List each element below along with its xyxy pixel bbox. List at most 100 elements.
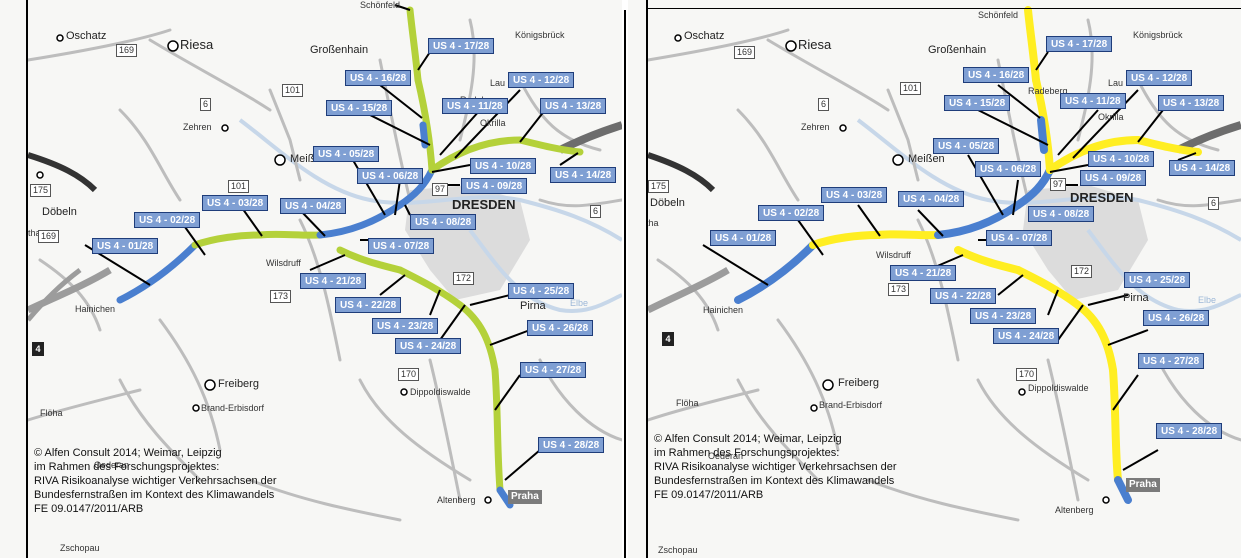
place-riesa: Riesa <box>180 37 214 52</box>
road-shield-97-r: 97 <box>1050 178 1067 191</box>
segment-label-08-r[interactable]: US 4 - 08/28 <box>1028 206 1095 222</box>
place-tha: tha <box>28 228 41 238</box>
place-zehren-r: Zehren <box>801 122 830 132</box>
road-shield-97: 97 <box>432 183 449 196</box>
segment-label-05-r[interactable]: US 4 - 05/28 <box>933 138 1000 154</box>
segment-label-23[interactable]: US 4 - 23/28 <box>372 318 439 334</box>
segment-label-04-r[interactable]: US 4 - 04/28 <box>898 191 965 207</box>
place-brand-erbisdorf: Brand-Erbisdorf <box>201 403 265 413</box>
place-elbe: Elbe <box>570 298 589 308</box>
segment-label-02-r[interactable]: US 4 - 02/28 <box>758 205 825 221</box>
place-freiberg: Freiberg <box>218 378 259 390</box>
segment-label-17-r[interactable]: US 4 - 17/28 <box>1046 36 1113 52</box>
segment-label-27-r[interactable]: US 4 - 27/28 <box>1138 353 1205 369</box>
copyright-line-1: © Alfen Consult 2014; Weimar, Leipzig <box>34 447 222 459</box>
place-okrilla-r: Okrilla <box>1098 112 1124 122</box>
place-oederan-r: Oederan <box>708 451 744 461</box>
segment-label-28[interactable]: US 4 - 28/28 <box>538 437 605 453</box>
road-shield-172-r: 172 <box>1071 265 1093 278</box>
road-shield-6: 6 <box>200 98 212 111</box>
place-okrilla: Okrilla <box>480 118 506 128</box>
segment-label-27[interactable]: US 4 - 27/28 <box>520 362 587 378</box>
segment-label-23-r[interactable]: US 4 - 23/28 <box>970 308 1037 324</box>
segment-label-16-r[interactable]: US 4 - 16/28 <box>963 67 1030 83</box>
segment-label-10-r[interactable]: US 4 - 10/28 <box>1088 151 1155 167</box>
segment-label-22-r[interactable]: US 4 - 22/28 <box>930 288 997 304</box>
frame-top-rule <box>646 8 1241 9</box>
place-schoenfeld-r: Schönfeld <box>978 10 1019 20</box>
place-tha-r: tha <box>646 218 659 228</box>
segment-label-04[interactable]: US 4 - 04/28 <box>280 198 347 214</box>
segment-label-28-r[interactable]: US 4 - 28/28 <box>1156 423 1223 439</box>
segment-label-24-r[interactable]: US 4 - 24/28 <box>993 328 1060 344</box>
segment-label-06[interactable]: US 4 - 06/28 <box>357 168 424 184</box>
segment-label-24[interactable]: US 4 - 24/28 <box>395 338 462 354</box>
place-meissen-r: Meißen <box>908 153 945 165</box>
segment-label-15[interactable]: US 4 - 15/28 <box>326 100 393 116</box>
segment-label-07-r[interactable]: US 4 - 07/28 <box>986 230 1053 246</box>
segment-label-03-r[interactable]: US 4 - 03/28 <box>821 187 888 203</box>
segment-label-08[interactable]: US 4 - 08/28 <box>410 214 477 230</box>
segment-label-16[interactable]: US 4 - 16/28 <box>345 70 412 86</box>
place-zschopau: Zschopau <box>60 543 100 553</box>
place-doebeln-r: Döbeln <box>650 197 685 209</box>
segment-label-03[interactable]: US 4 - 03/28 <box>202 195 269 211</box>
copyright-line-2: im Rahmen des Forschungsprojektes: <box>34 461 220 473</box>
segment-label-25-r[interactable]: US 4 - 25/28 <box>1124 272 1191 288</box>
road-shield-6b: 6 <box>590 205 602 218</box>
place-freiberg-r: Freiberg <box>838 377 879 389</box>
frame-line-left <box>26 0 28 558</box>
segment-label-12-r[interactable]: US 4 - 12/28 <box>1126 70 1193 86</box>
segment-label-14-r[interactable]: US 4 - 14/28 <box>1169 160 1236 176</box>
segment-label-13-r[interactable]: US 4 - 13/28 <box>1158 95 1225 111</box>
place-dippoldiswalde-r: Dippoldiswalde <box>1028 383 1089 393</box>
segment-label-11-r[interactable]: US 4 - 11/28 <box>1060 93 1126 109</box>
segment-label-26[interactable]: US 4 - 26/28 <box>527 320 594 336</box>
segment-label-10[interactable]: US 4 - 10/28 <box>470 158 537 174</box>
segment-label-01-r[interactable]: US 4 - 01/28 <box>710 230 777 246</box>
segment-label-12[interactable]: US 4 - 12/28 <box>508 72 575 88</box>
place-brand-erbisdorf-r: Brand-Erbisdorf <box>819 400 883 410</box>
segment-label-07[interactable]: US 4 - 07/28 <box>368 238 435 254</box>
place-doebeln: Döbeln <box>42 206 77 218</box>
place-radeberg-r: Radeberg <box>1028 86 1068 96</box>
motorway-shield-a4: 4 <box>32 342 44 356</box>
place-floeha-r: Flöha <box>676 398 699 408</box>
segment-label-21[interactable]: US 4 - 21/28 <box>300 273 367 289</box>
place-grossenhain-r: Großenhain <box>928 44 987 56</box>
place-oschatz: Oschatz <box>66 30 107 42</box>
road-shield-6-r: 6 <box>818 98 830 111</box>
road-shield-173: 173 <box>270 290 292 303</box>
copyright-line-1-r: © Alfen Consult 2014; Weimar, Leipzig <box>654 433 842 445</box>
place-dippoldiswalde: Dippoldiswalde <box>410 387 471 397</box>
road-shield-169b: 169 <box>38 230 60 243</box>
segment-label-01[interactable]: US 4 - 01/28 <box>92 238 159 254</box>
segment-label-22[interactable]: US 4 - 22/28 <box>335 297 402 313</box>
segment-label-11[interactable]: US 4 - 11/28 <box>442 98 508 114</box>
segment-label-06-r[interactable]: US 4 - 06/28 <box>975 161 1042 177</box>
segment-label-13[interactable]: US 4 - 13/28 <box>540 98 607 114</box>
segment-label-09-r[interactable]: US 4 - 09/28 <box>1080 170 1147 186</box>
segment-label-02[interactable]: US 4 - 02/28 <box>134 212 201 228</box>
segment-label-25[interactable]: US 4 - 25/28 <box>508 283 575 299</box>
place-oschatz-r: Oschatz <box>684 30 725 42</box>
place-grossenhain: Großenhain <box>310 44 369 56</box>
place-hainichen: Hainichen <box>75 304 116 314</box>
segment-label-21-r[interactable]: US 4 - 21/28 <box>890 265 957 281</box>
segment-label-15-r[interactable]: US 4 - 15/28 <box>944 95 1011 111</box>
segment-label-05[interactable]: US 4 - 05/28 <box>313 146 380 162</box>
panel-divider <box>624 10 626 558</box>
place-koenigsbrueck-r: Königsbrück <box>1133 30 1183 40</box>
road-shield-172: 172 <box>453 272 475 285</box>
segment-label-26-r[interactable]: US 4 - 26/28 <box>1143 310 1210 326</box>
segment-label-17[interactable]: US 4 - 17/28 <box>428 38 495 54</box>
segment-label-09[interactable]: US 4 - 09/28 <box>461 178 528 194</box>
place-koenigsbrueck: Königsbrück <box>515 30 565 40</box>
place-lau-r: Lau <box>1108 78 1124 88</box>
place-schoenfeld: Schönfeld <box>360 0 401 10</box>
segment-label-14[interactable]: US 4 - 14/28 <box>550 167 617 183</box>
road-shield-175: 175 <box>30 184 52 197</box>
map-canvas-left <box>26 4 622 522</box>
copyright-line-4: Bundesfernstraßen im Kontext des Klimawa… <box>34 489 275 501</box>
map-panel-right: Oschatz Riesa Schönfeld Großenhain König… <box>628 0 1241 558</box>
